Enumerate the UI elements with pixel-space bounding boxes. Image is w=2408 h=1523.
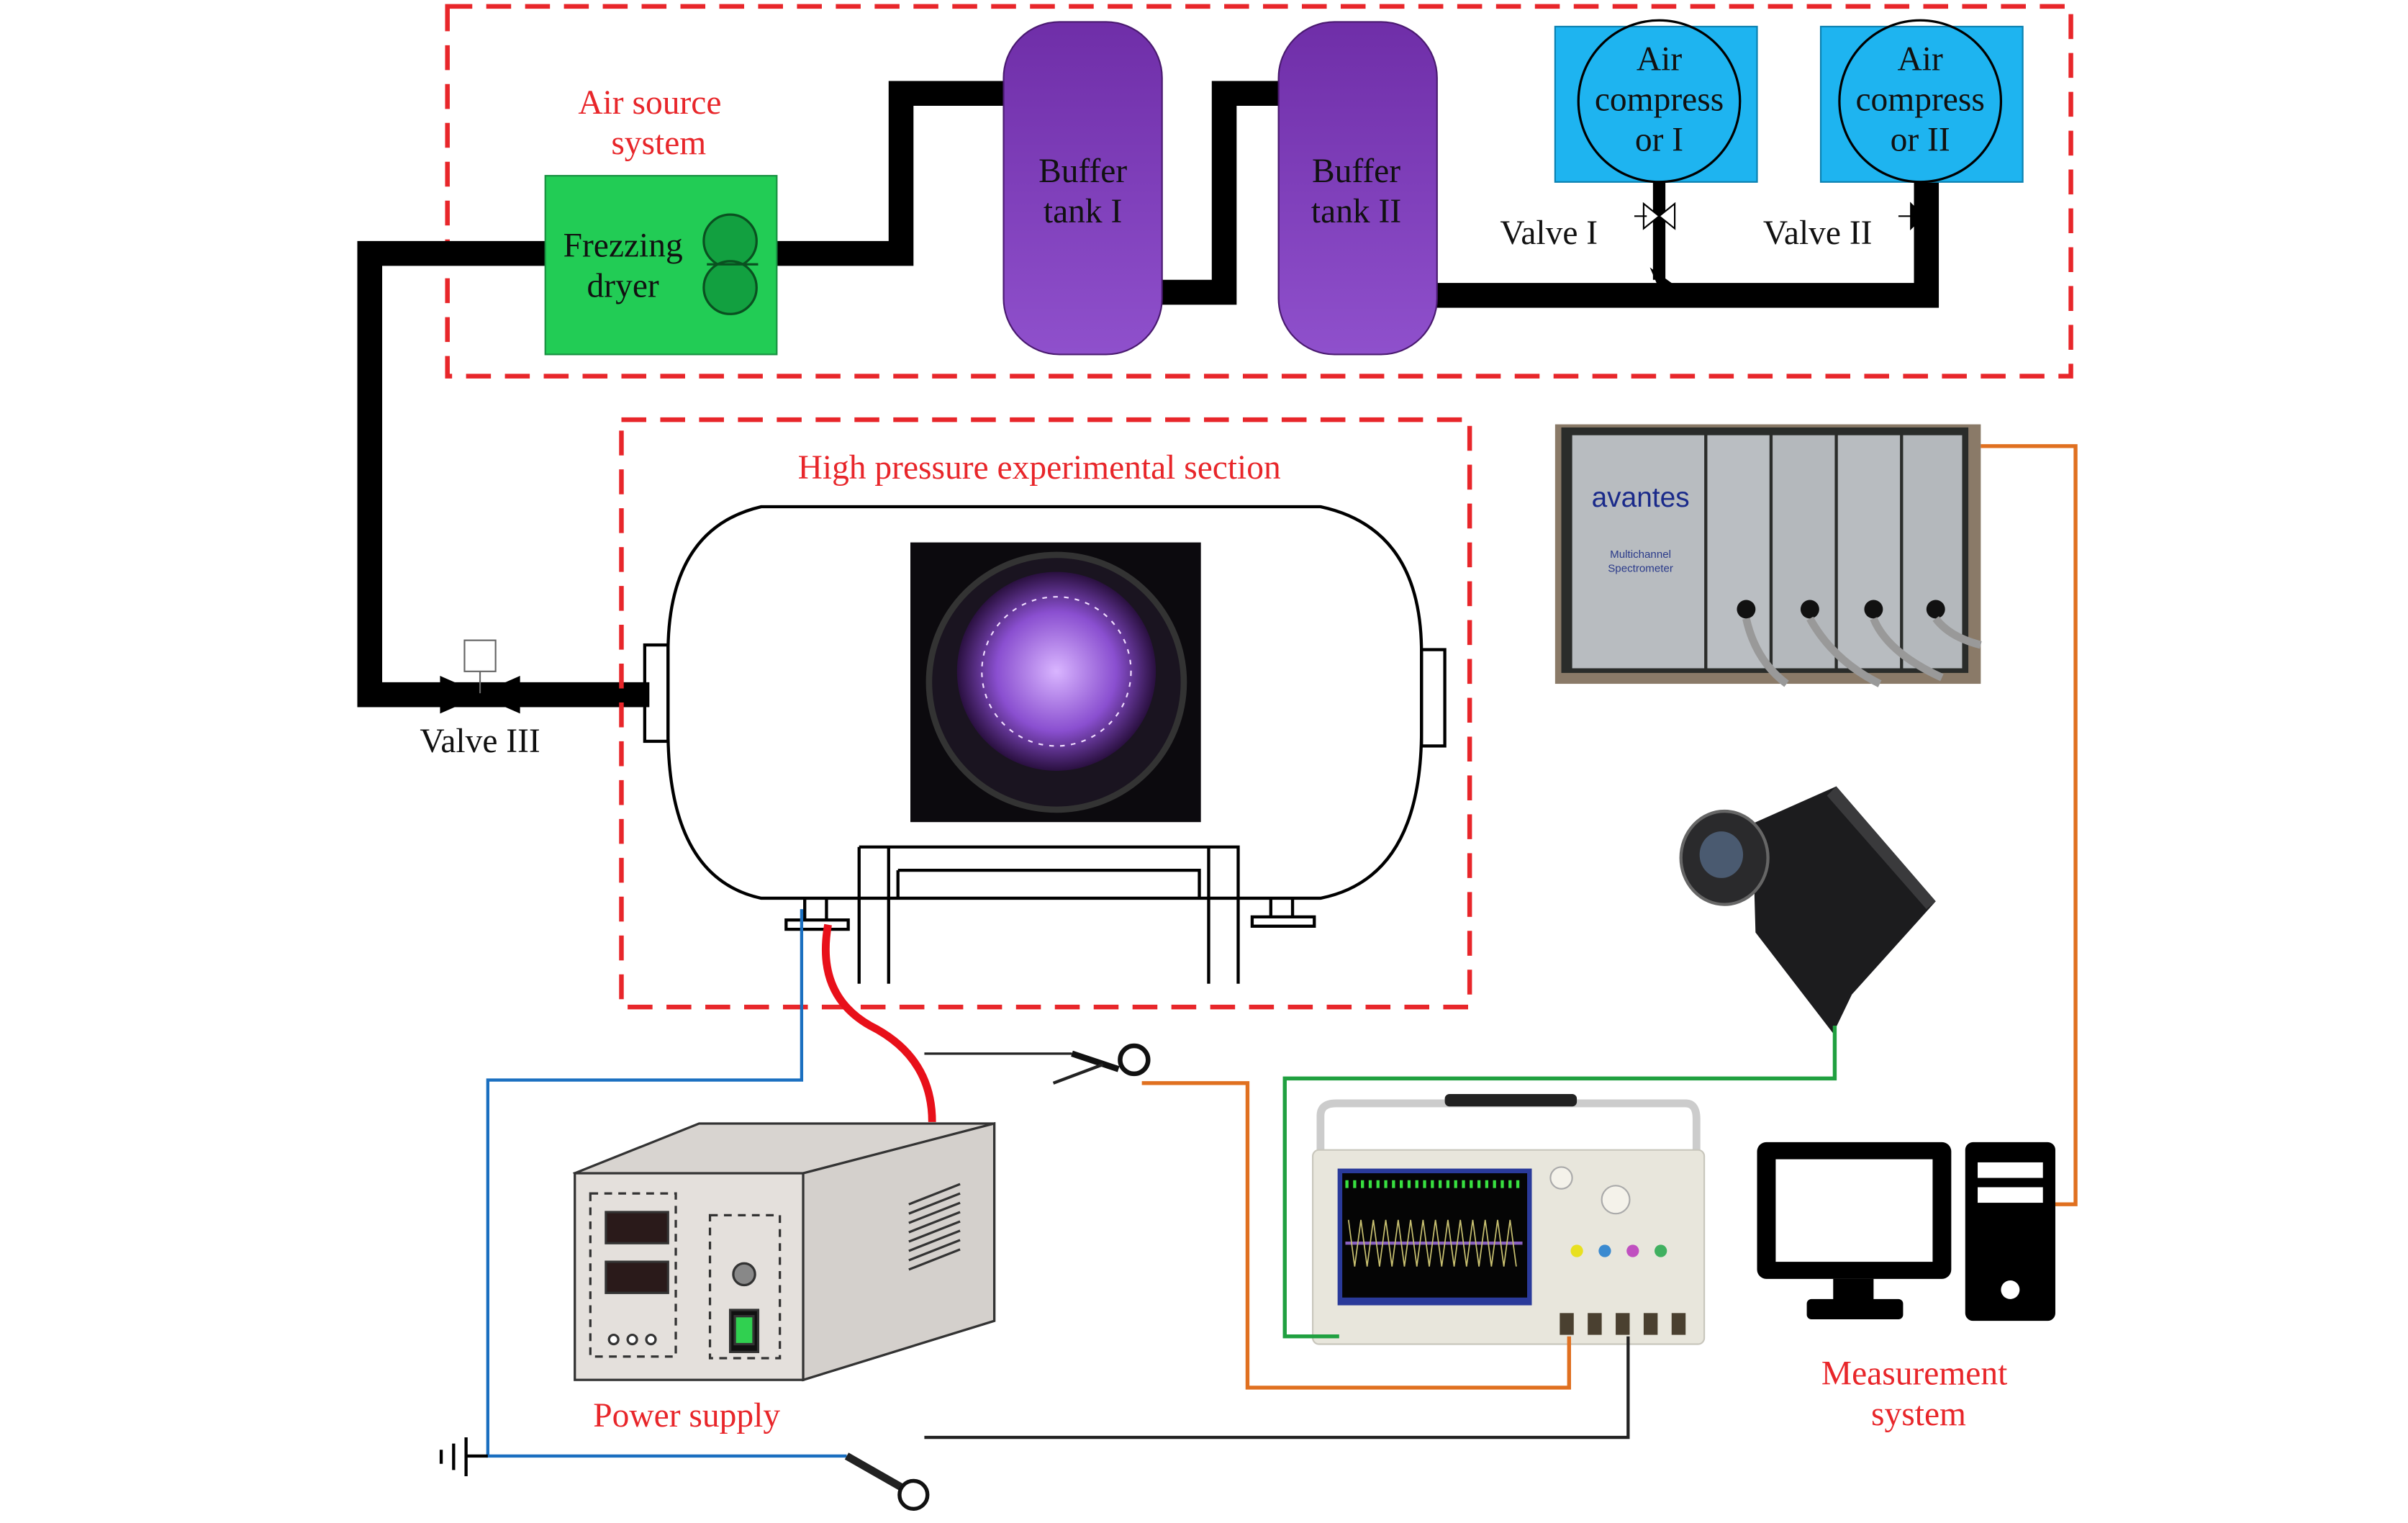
avantes-logo: avantes <box>1592 482 1690 513</box>
air-source-system-boundary <box>445 4 2073 379</box>
current-probe-icon <box>1052 1043 1151 1085</box>
valve-2-label: Valve II <box>1763 214 1873 252</box>
plasma-discharge-image <box>910 542 1201 823</box>
measurement-system-label: Measurement system <box>1821 1355 2016 1433</box>
oscilloscope <box>1312 1093 1706 1345</box>
voltage-probe-icon <box>844 1452 930 1511</box>
current-probe-wire <box>1141 1081 1571 1390</box>
valve-1-label: Valve I <box>1500 214 1598 252</box>
valve-2-icon <box>1898 202 1937 231</box>
power-supply <box>572 1121 996 1382</box>
valve-1-icon <box>1634 202 1676 230</box>
valve-3-label: Valve III <box>420 723 540 760</box>
camera-trigger-wire <box>1282 1025 1837 1339</box>
fan-icon <box>702 213 758 269</box>
spectrometer-wire <box>1981 444 2078 1206</box>
ground-wire <box>486 909 847 1458</box>
ground-symbol-icon <box>439 1437 488 1477</box>
fan-icon <box>702 260 758 315</box>
computer-icon <box>1757 1142 2055 1321</box>
pipe-junction <box>1649 267 1672 289</box>
high-voltage-cable <box>822 923 936 1122</box>
pipe-dryer-to-tank1 <box>777 81 1010 266</box>
experimental-section-boundary <box>619 417 1472 1010</box>
power-supply-label: Power supply <box>593 1397 780 1434</box>
voltage-probe-wire <box>924 1336 1630 1440</box>
high-speed-camera <box>1679 786 1936 1034</box>
pipe-tank1-to-tank2 <box>1157 81 1284 305</box>
valve-3-icon <box>440 639 520 714</box>
air-source-system-label: Air source system <box>578 84 730 162</box>
pressure-chamber <box>643 505 1447 984</box>
experimental-section-label: High pressure experimental section <box>798 449 1281 487</box>
